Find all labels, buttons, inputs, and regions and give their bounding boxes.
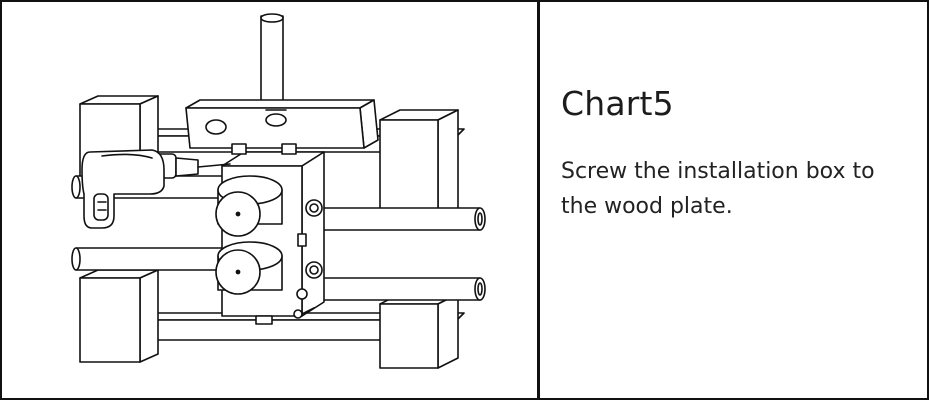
- right-pipes: [317, 207, 486, 301]
- step-title: Chart5: [561, 84, 674, 123]
- valve-cylinders: [215, 175, 283, 295]
- spirit-level: [185, 99, 379, 149]
- illustration-panel: [2, 2, 540, 398]
- installation-box-drill-diagram: [71, 13, 486, 369]
- left-wood-post: [79, 95, 159, 363]
- instruction-text-panel: Chart5 Screw the installation box to the…: [540, 2, 927, 398]
- drill-icon: [81, 149, 231, 229]
- step-description: Screw the installation box to the wood p…: [561, 159, 875, 219]
- right-wood-post: [379, 109, 459, 369]
